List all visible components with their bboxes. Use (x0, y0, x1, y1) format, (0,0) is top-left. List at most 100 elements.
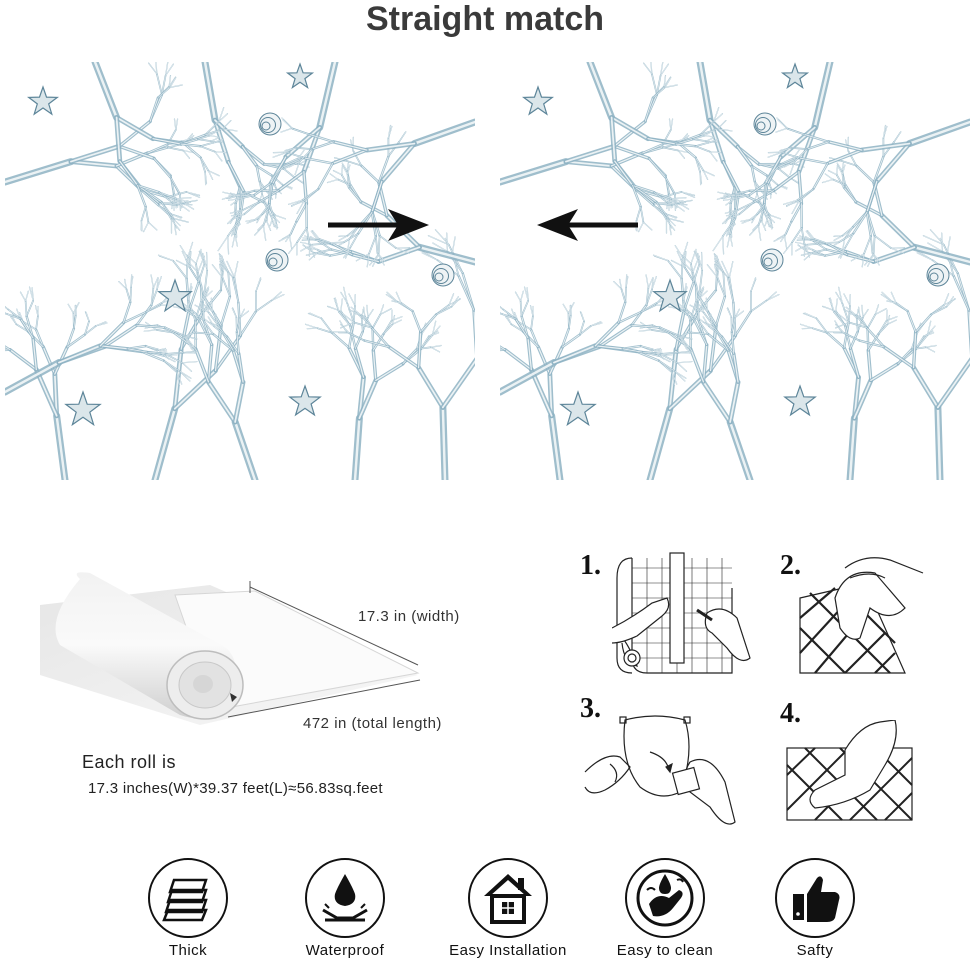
coral-branch (848, 322, 867, 328)
coral-branch (828, 170, 837, 175)
coral-branch (703, 170, 708, 180)
coral-branch (213, 325, 228, 337)
coral-branch (887, 315, 890, 325)
coral-branch (827, 141, 863, 151)
coral-branch (913, 246, 970, 264)
coral-branch (420, 313, 437, 333)
coral-branch (667, 202, 680, 205)
coral-branch (391, 300, 402, 304)
feature-easy-to-clean: Easy to clean (590, 858, 740, 959)
coral-branch (67, 303, 74, 314)
roll-caption: Each roll is (82, 752, 177, 772)
seashell-icon (763, 257, 773, 267)
coral-branch (756, 203, 765, 215)
coral-branch (206, 252, 208, 271)
coral-branch (642, 351, 657, 354)
coral-branch (844, 332, 860, 341)
coral-branch (636, 206, 641, 222)
coral-branch (70, 145, 121, 163)
coral-branch (147, 351, 162, 354)
coral-branch (309, 312, 322, 319)
coral-branch (348, 293, 356, 306)
coral-branch (180, 143, 201, 147)
coral-branch (194, 301, 202, 321)
coral-branch (873, 235, 875, 255)
coral-pattern-image (5, 62, 475, 480)
coral-branch (729, 381, 739, 423)
coral-branch (775, 128, 788, 133)
coral-branch (841, 302, 849, 323)
coral-branch (161, 75, 166, 95)
coral-branch (875, 142, 911, 183)
coral-branch (412, 310, 422, 333)
coral-branch (729, 190, 750, 196)
layers-icon (162, 878, 208, 922)
coral-branch (73, 315, 77, 329)
coral-branch (173, 218, 189, 223)
coral-branch (703, 311, 716, 329)
coral-branch (230, 209, 243, 214)
coral-branch (234, 190, 255, 196)
coral-branch (214, 324, 222, 372)
coral-branch (715, 295, 726, 326)
coral-branch (363, 340, 390, 348)
coral-branch (458, 275, 475, 311)
coral-branch (309, 252, 318, 261)
coral-branch (761, 220, 766, 231)
coral-branch (689, 301, 697, 321)
coral-branch (168, 75, 171, 87)
coral-branch (214, 151, 223, 162)
coral-branch (130, 274, 132, 288)
coral-branch (678, 335, 693, 340)
coral-branch (473, 309, 475, 337)
step-3-apply-illustration (584, 715, 736, 825)
coral-branch (858, 306, 861, 317)
starfish-icon (521, 85, 555, 116)
coral-branch (207, 316, 215, 327)
seashell-icon (762, 253, 778, 269)
coral-branch (188, 299, 196, 321)
coral-branch (367, 309, 374, 318)
coral-branch (380, 304, 384, 315)
coral-branch (842, 164, 846, 175)
coral-branch (366, 142, 416, 151)
coral-branch (923, 235, 945, 245)
coral-branch (26, 300, 34, 317)
coral-branch (271, 294, 285, 301)
coral-branch (171, 219, 180, 231)
coral-branch (614, 160, 634, 187)
coral-branch (530, 305, 534, 317)
coral-branch (329, 173, 339, 180)
coral-branch (214, 335, 241, 372)
coral-branch (638, 329, 652, 332)
coral-branch (331, 332, 350, 349)
coral-branch (85, 312, 90, 322)
coral-branch (428, 332, 439, 337)
coral-branch (652, 87, 666, 98)
coral-branch (702, 316, 710, 327)
coral-branch (198, 319, 213, 346)
coral-branch (308, 133, 334, 143)
coral-branch (946, 298, 956, 307)
coral-branch (579, 320, 585, 335)
coral-branch (286, 151, 305, 159)
coral-branch (203, 320, 214, 335)
coral-branch (200, 286, 209, 302)
seashell-icon (268, 257, 278, 267)
coral-branch (341, 174, 350, 188)
coral-branch (677, 361, 693, 364)
coral-branch (706, 297, 708, 312)
coral-branch (289, 235, 293, 250)
coral-branch (219, 264, 223, 278)
coral-branch (343, 287, 348, 304)
coral-branch (881, 214, 916, 249)
starfish-icon (26, 85, 60, 116)
coral-branch (709, 119, 725, 163)
coral-branch (703, 170, 715, 177)
coral-branch (258, 190, 280, 203)
step-number: 2. (780, 550, 801, 581)
coral-branch (648, 157, 667, 178)
coral-branch (726, 213, 740, 220)
coral-branch (562, 303, 569, 314)
coral-branch (765, 166, 779, 181)
